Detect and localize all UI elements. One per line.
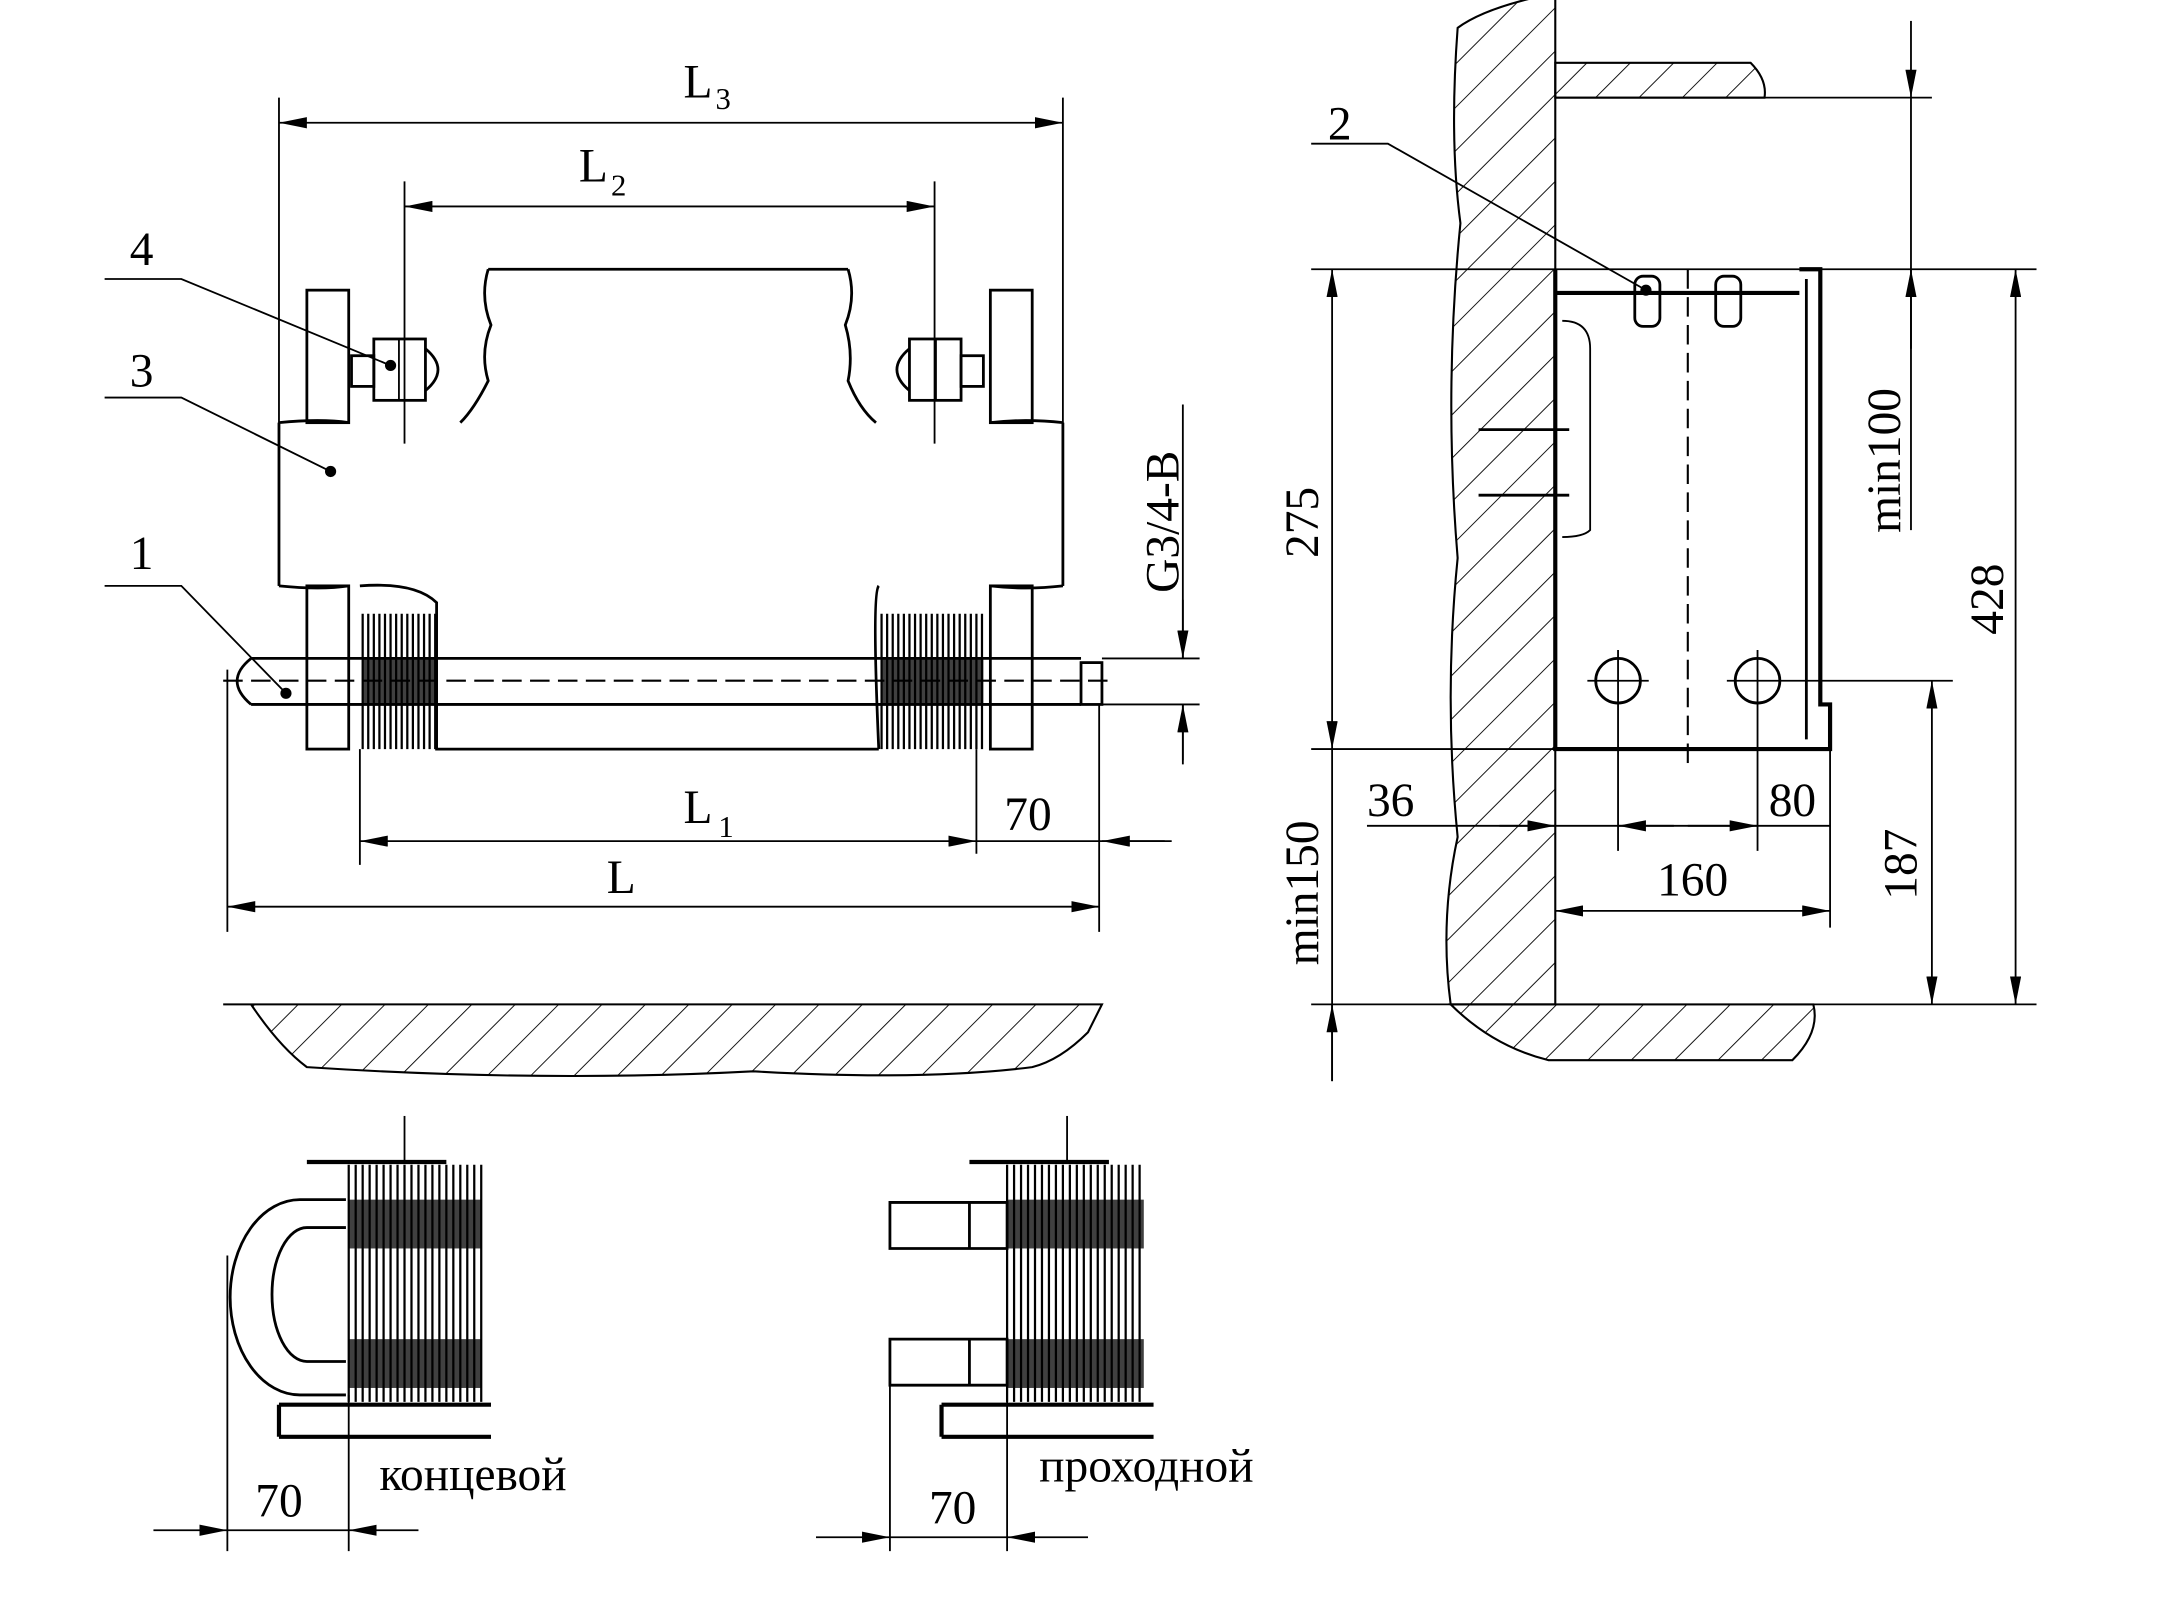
dim-L2: L	[579, 140, 608, 192]
dim-L1: L	[683, 782, 712, 834]
air-vent-left	[350, 337, 440, 402]
dim-428: 428	[1962, 564, 2014, 635]
dim-L2-sub: 2	[611, 168, 626, 202]
dim-end-offset: 70	[1004, 789, 1051, 841]
casing	[277, 419, 1065, 590]
air-vent-right	[895, 337, 985, 402]
variant-end-dim: 70	[255, 1475, 302, 1527]
dim-80: 80	[1769, 775, 1816, 827]
variant-through: 70 проходной	[816, 1115, 1254, 1552]
variant-through-dim: 70	[929, 1482, 976, 1534]
wall	[1445, 0, 1557, 1006]
callout-2: 2	[1328, 98, 1352, 150]
callout-1: 1	[130, 528, 154, 580]
fin-pack	[1007, 1339, 1144, 1388]
air-vents-side	[1633, 274, 1743, 328]
dim-thread: G3/4-B	[1138, 451, 1190, 593]
dim-36: 36	[1367, 775, 1414, 827]
bracket-top-left	[305, 288, 351, 425]
fin-pack	[348, 1199, 482, 1249]
dim-min150: min150	[1277, 820, 1329, 965]
fin-pack	[1007, 1199, 1144, 1249]
dim-L: L	[607, 852, 636, 904]
front-view: L 3 L 2 G3/4-B L 1 70 L 4 3 1	[104, 57, 1200, 1078]
variant-through-label: проходной	[1039, 1440, 1253, 1492]
dim-L1-sub: 1	[718, 810, 733, 844]
side-view: 275 min150 min100 428 187 36 80 160 2	[1277, 0, 2037, 1082]
bracket-bottom-right	[988, 584, 1034, 751]
callout-3: 3	[130, 345, 154, 397]
fin-pack	[348, 1339, 482, 1388]
dim-275: 275	[1277, 487, 1329, 558]
heater-upper-outline	[459, 267, 877, 424]
floor	[223, 1003, 1104, 1078]
end-cap	[1079, 661, 1104, 706]
dim-min100: min100	[1859, 388, 1911, 533]
dim-L3: L	[683, 57, 712, 109]
variant-end: 70 концевой	[153, 1115, 567, 1552]
window-sill	[1554, 61, 1766, 99]
bracket-bottom-left	[305, 584, 351, 751]
dim-187: 187	[1876, 829, 1928, 900]
bracket-top-right	[988, 288, 1034, 425]
dim-160: 160	[1657, 855, 1728, 907]
variant-end-label: концевой	[379, 1449, 566, 1501]
callout-4: 4	[130, 224, 154, 276]
floor-side	[1448, 1003, 1816, 1062]
dim-L3-sub: 3	[716, 82, 731, 116]
